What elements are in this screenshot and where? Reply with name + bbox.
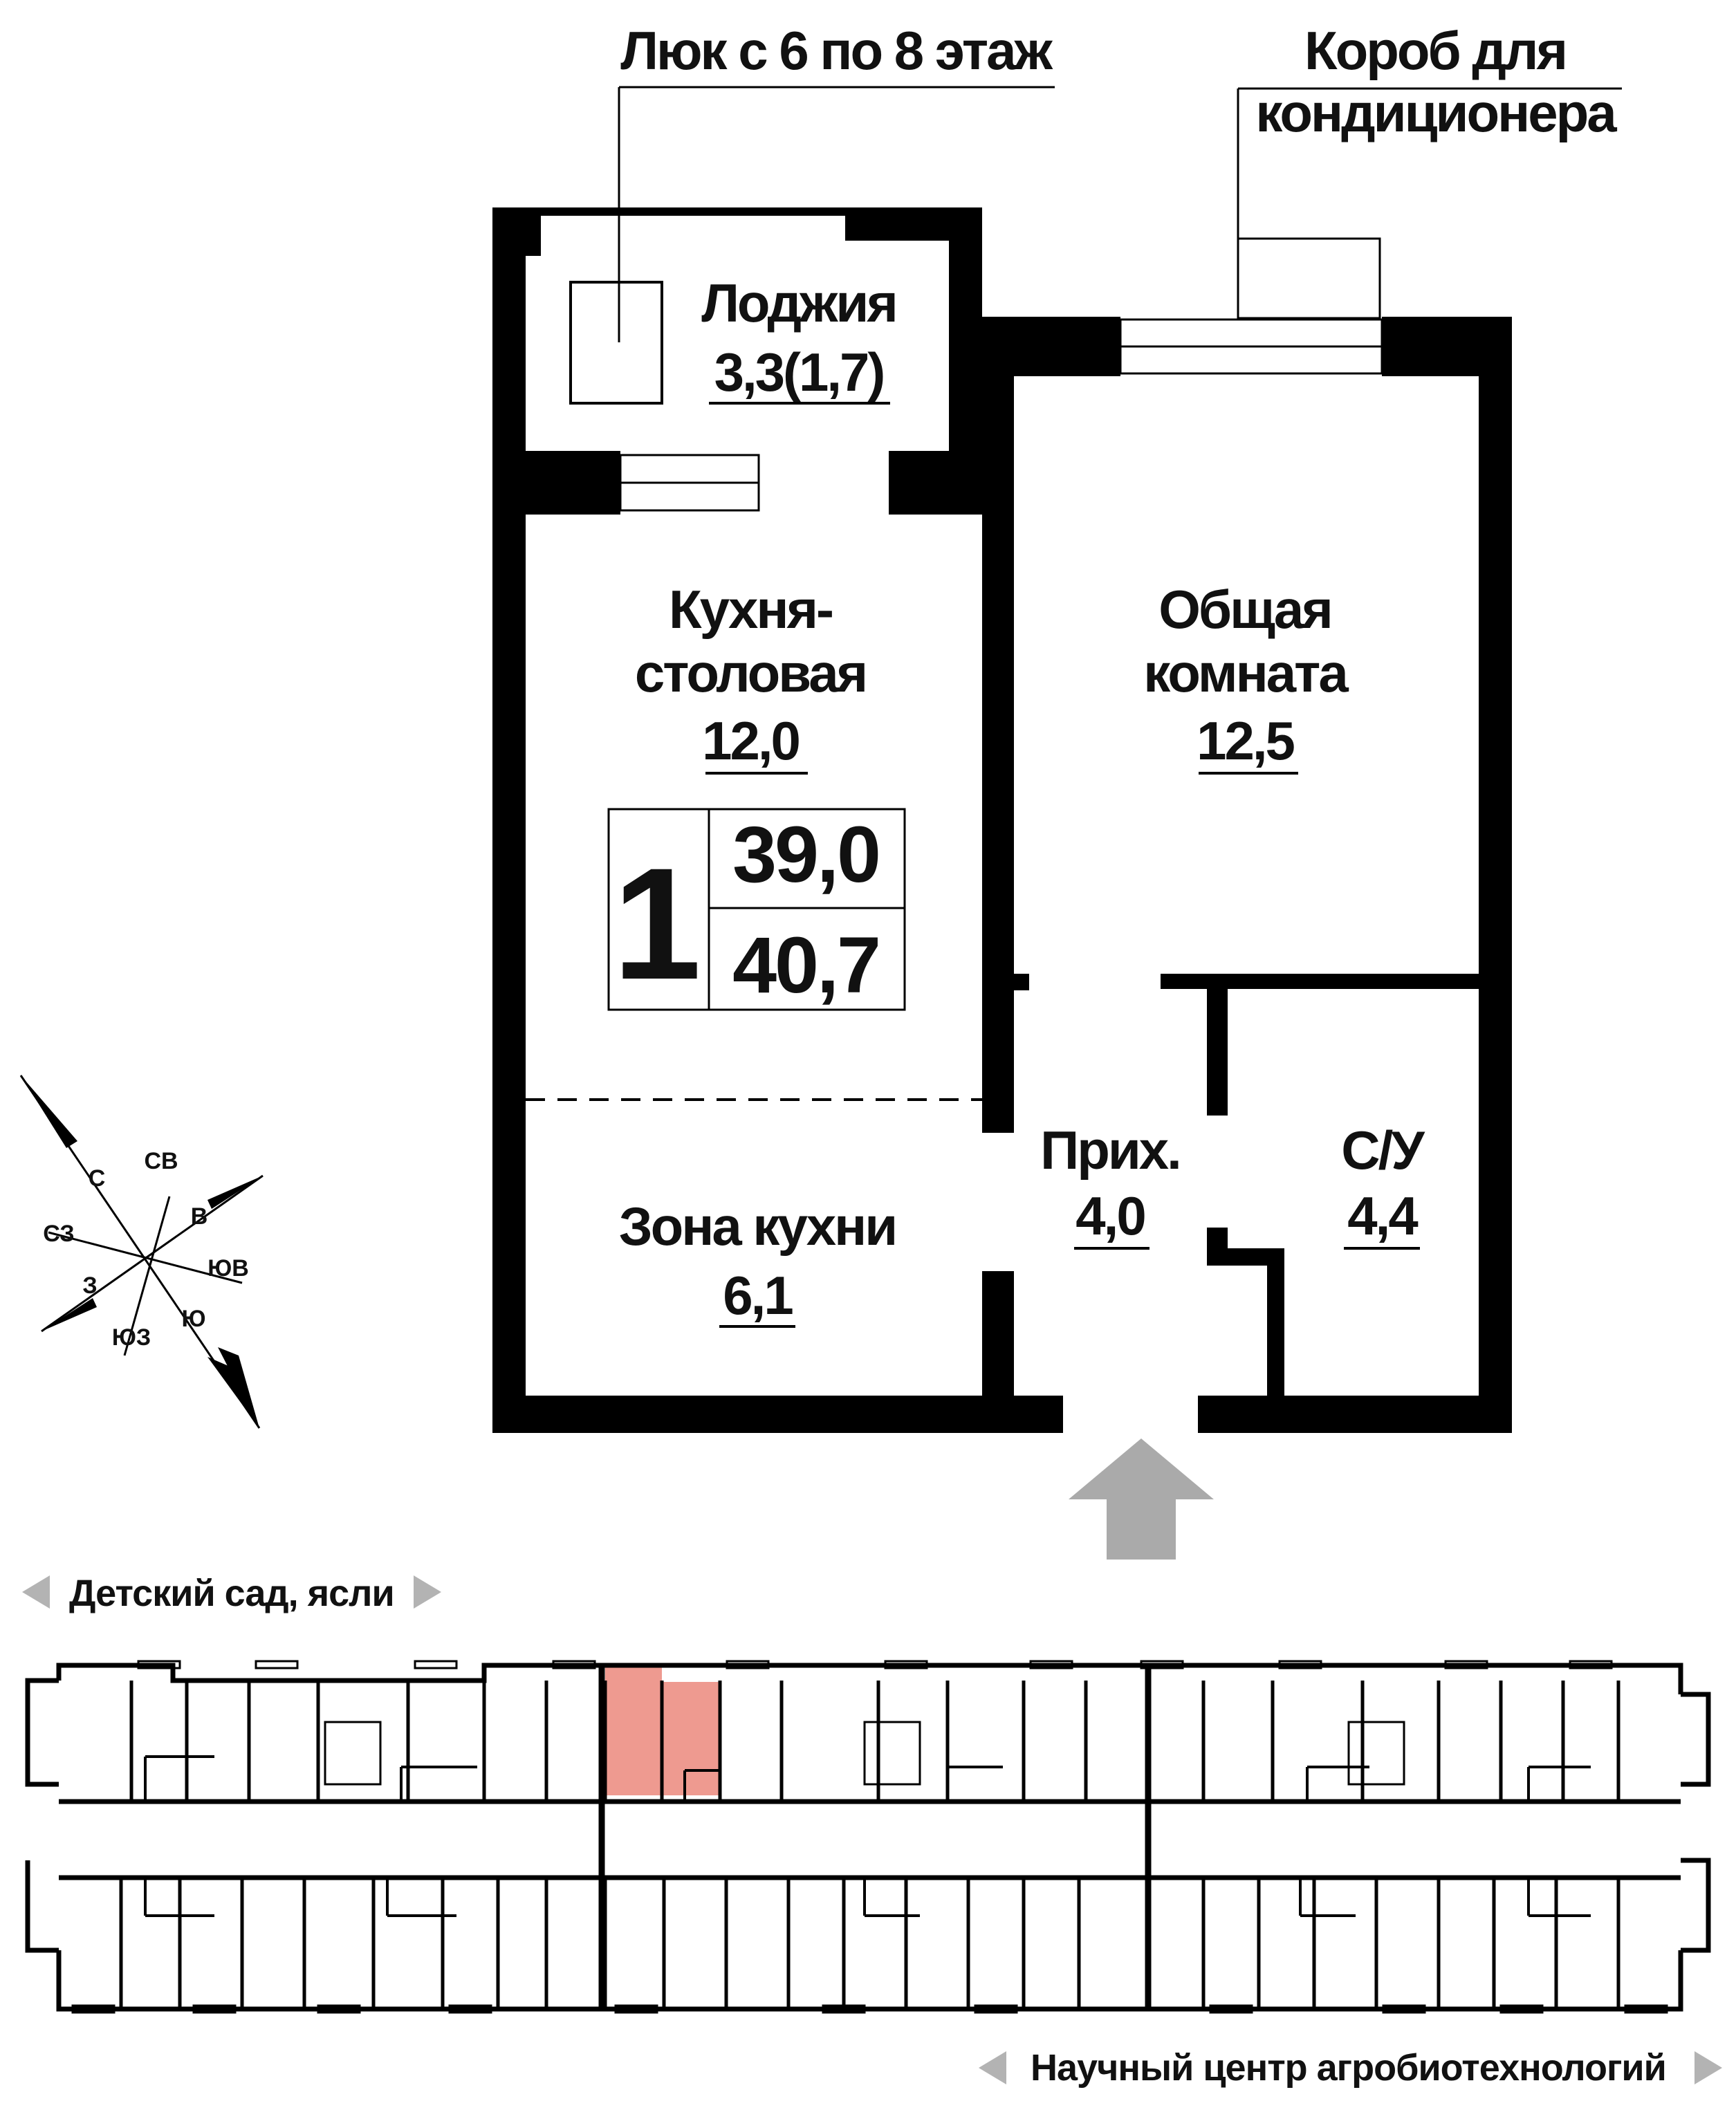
loggia-name: Лоджия [701, 272, 896, 333]
building-balcony [1278, 1660, 1322, 1669]
building-balcony [1209, 2004, 1253, 2014]
building-stair-block [1347, 1721, 1405, 1786]
building-balcony [1382, 2004, 1426, 2014]
direction-bottom-right-arrow-icon [1695, 2051, 1722, 2084]
compass-ne: СВ [144, 1148, 178, 1174]
building-balcony [448, 2004, 492, 2014]
kitchen-dining-name-1: Кухня- [669, 579, 832, 640]
living-area: 39,0 [732, 811, 879, 899]
direction-top-right-arrow-icon [414, 1575, 441, 1609]
living-room-name-2: комната [1143, 642, 1349, 703]
building-balcony [884, 1660, 928, 1669]
compass-north-arrow-icon [21, 1075, 77, 1148]
rooms-count: 1 [613, 835, 701, 1012]
direction-bottom-label: Научный центр агробиотехнологий [1031, 2047, 1666, 2089]
building-partitions [71, 1660, 1668, 2014]
compass-n: С [89, 1165, 106, 1192]
hatch-square [569, 281, 663, 405]
direction-top-label: Детский сад, ясли [69, 1573, 394, 1614]
building-floor-plan [25, 1660, 1711, 2014]
building-balcony [1029, 1660, 1073, 1669]
compass-s: Ю [181, 1306, 205, 1332]
kitchen-dining-area: 12,0 [702, 710, 799, 771]
building-balcony [822, 2004, 866, 2014]
building-balcony [614, 2004, 658, 2014]
building-balcony [1569, 1660, 1613, 1669]
callout-ac-box-line2: кондиционера [1255, 82, 1617, 143]
apartment-walls [492, 207, 1512, 1433]
building-balcony [137, 1660, 181, 1669]
highlighted-apartment-part2 [662, 1682, 720, 1795]
compass-east-arrow-icon [207, 1176, 263, 1209]
highlighted-apartment [605, 1665, 662, 1795]
hallway-name: Прих. [1040, 1120, 1180, 1181]
compass-sw: ЮЗ [112, 1324, 151, 1351]
building-balcony [1499, 2004, 1544, 2014]
callout-ac-box-line1: Короб для [1304, 20, 1566, 81]
living-room-name-1: Общая [1158, 579, 1331, 640]
kitchen-zone-area: 6,1 [723, 1265, 793, 1326]
callout-hatch: Люк с 6 по 8 этаж [620, 20, 1053, 81]
bathroom-area: 4,4 [1347, 1185, 1418, 1246]
compass-e: В [191, 1203, 208, 1230]
bathroom-name: С/У [1341, 1120, 1425, 1181]
summary-box [607, 808, 906, 1011]
compass-west-arrow-icon [41, 1298, 97, 1331]
building-balcony [1444, 1660, 1488, 1669]
building-balcony [317, 2004, 361, 2014]
total-area: 40,7 [732, 921, 879, 1010]
hallway-area: 4,0 [1075, 1185, 1145, 1246]
compass-w: З [82, 1273, 97, 1299]
building-walls [25, 1663, 1711, 2012]
loggia-area: 3,3(1,7) [714, 342, 884, 402]
kitchen-dining-name-2: столовая [635, 642, 866, 703]
living-window [1119, 318, 1383, 375]
building-balcony [192, 2004, 237, 2014]
compass-se: ЮВ [207, 1255, 249, 1281]
entrance-arrow-icon [1069, 1438, 1214, 1560]
building-balcony [1624, 2004, 1668, 2014]
building-balcony [71, 2004, 116, 2014]
compass-south-arrow-icon [207, 1347, 259, 1428]
building-sections [598, 1665, 1152, 2009]
building-balcony [974, 2004, 1018, 2014]
direction-bottom-left-arrow-icon [979, 2051, 1006, 2084]
building-balcony [1140, 1660, 1184, 1669]
building-stair-block [863, 1721, 921, 1786]
loggia-window [619, 454, 760, 512]
building-stair-block [324, 1721, 382, 1786]
building-balcony [414, 1660, 458, 1669]
building-balcony [255, 1660, 299, 1669]
kitchen-zone-name: Зона кухни [619, 1196, 896, 1257]
ac-box [1237, 237, 1381, 320]
building-balcony [726, 1660, 770, 1669]
living-room-area: 12,5 [1197, 710, 1294, 771]
direction-top-left-arrow-icon [22, 1575, 50, 1609]
building-balcony [552, 1660, 596, 1669]
compass-nw: СЗ [43, 1221, 74, 1247]
